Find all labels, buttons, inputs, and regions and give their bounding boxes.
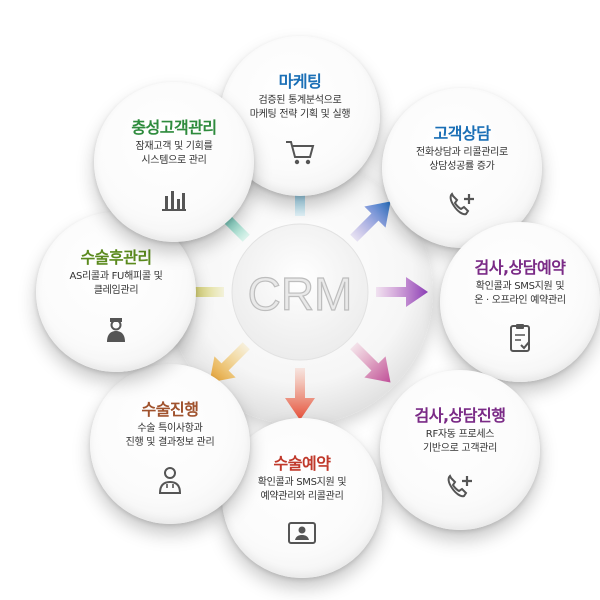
arrow-5 [209,342,250,383]
node-desc: 전화상담과 리콜관리로 상담성공률 증가 [416,147,508,172]
node-desc: 확인콜과 SMS지원 및 온 · 오프라인 예약관리 [474,281,566,306]
node-title: 수술예약 [273,454,331,473]
node-desc: 검증된 통계분석으로 마케팅 전략 기획 및 실행 [249,95,351,120]
clipboard-check-icon [510,324,530,352]
node-surgery-progress[interactable]: 수술진행 수술 특이사항과 진행 및 결과정보 관리 [90,364,250,524]
node-desc: AS리콜과 FU해피콜 및 클레임관리 [69,271,163,296]
arrow-4 [285,368,315,420]
phone-plus-icon [449,192,474,216]
cart-icon [286,141,315,165]
monitor-user-icon [288,522,316,544]
node-consult[interactable]: 고객상담 전화상담과 리콜관리로 상담성공률 증가 [382,88,542,248]
node-title: 검사,상담진행 [414,406,506,425]
node-desc: 잠재고객 및 기회를 시스템으로 관리 [135,141,213,166]
arrow-2 [376,277,428,307]
nurse-icon [107,318,125,342]
node-title: 마케팅 [278,72,322,91]
node-title: 고객상담 [433,124,491,143]
node-title: 검사,상담예약 [474,258,566,277]
node-desc: RF자동 프로세스 기반으로 고객관리 [422,429,498,454]
node-title: 충성고객관리 [131,118,217,137]
node-exam-reserve[interactable]: 검사,상담예약 확인콜과 SMS지원 및 온 · 오프라인 예약관리 [440,222,600,382]
phone-plus-icon [447,474,472,498]
arrow-3 [350,342,391,383]
hub-inner-disc [231,223,369,361]
node-desc: 수술 특이사항과 진행 및 결과정보 관리 [125,423,215,448]
bar-chart-icon [162,191,186,211]
node-desc: 확인콜과 SMS지원 및 예약관리와 리콜관리 [257,477,347,502]
node-title: 수술진행 [141,400,199,419]
doctor-icon [158,467,182,494]
arrow-1 [350,201,391,242]
center-label: CRM [248,268,353,320]
node-exam-progress[interactable]: 검사,상담진행 RF자동 프로세스 기반으로 고객관리 [380,370,540,530]
node-loyal[interactable]: 충성고객관리 잠재고객 및 기회를 시스템으로 관리 [94,82,254,242]
node-title: 수술후관리 [80,248,152,267]
